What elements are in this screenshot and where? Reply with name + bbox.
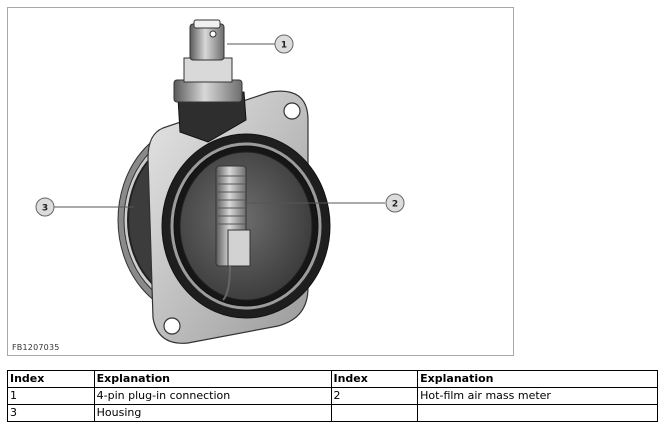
- legend-table: Index Explanation Index Explanation 1 4-…: [7, 370, 658, 422]
- flange-bolt-hole-icon: [283, 102, 301, 120]
- cell-index: 3: [7, 404, 95, 422]
- svg-text:1: 1: [281, 41, 287, 51]
- cell-explanation: [417, 404, 658, 422]
- air-mass-meter-drawing: 1 2 3: [35, 19, 405, 344]
- callout-3: 3: [35, 197, 55, 217]
- plug-in-connector: [173, 19, 247, 143]
- callout-1: 1: [274, 34, 294, 54]
- cell-explanation: Housing: [93, 404, 332, 422]
- cell-index: 1: [7, 387, 95, 405]
- svg-text:2: 2: [392, 200, 398, 210]
- flange-bolt-hole-icon: [163, 317, 181, 335]
- header-explanation: Explanation: [93, 370, 332, 388]
- header-index: Index: [330, 370, 419, 388]
- callout-lines: [54, 43, 385, 208]
- header-index: Index: [7, 370, 95, 388]
- cell-index: [330, 404, 419, 422]
- seal-ring: [161, 133, 331, 319]
- svg-text:3: 3: [42, 204, 48, 214]
- cell-explanation: Hot-film air mass meter: [417, 387, 658, 405]
- hot-film-sensor: [215, 165, 251, 301]
- figure-code: FB1207035: [12, 343, 60, 352]
- header-explanation: Explanation: [417, 370, 658, 388]
- table-row: 1 4-pin plug-in connection 2 Hot-film ai…: [7, 387, 658, 405]
- table-row: 3 Housing: [7, 404, 658, 422]
- technical-illustration: 1 2 3 FB1207035: [7, 7, 514, 356]
- cell-explanation: 4-pin plug-in connection: [93, 387, 332, 405]
- legend-header-row: Index Explanation Index Explanation: [7, 370, 658, 388]
- cell-index: 2: [330, 387, 419, 405]
- callout-2: 2: [385, 193, 405, 213]
